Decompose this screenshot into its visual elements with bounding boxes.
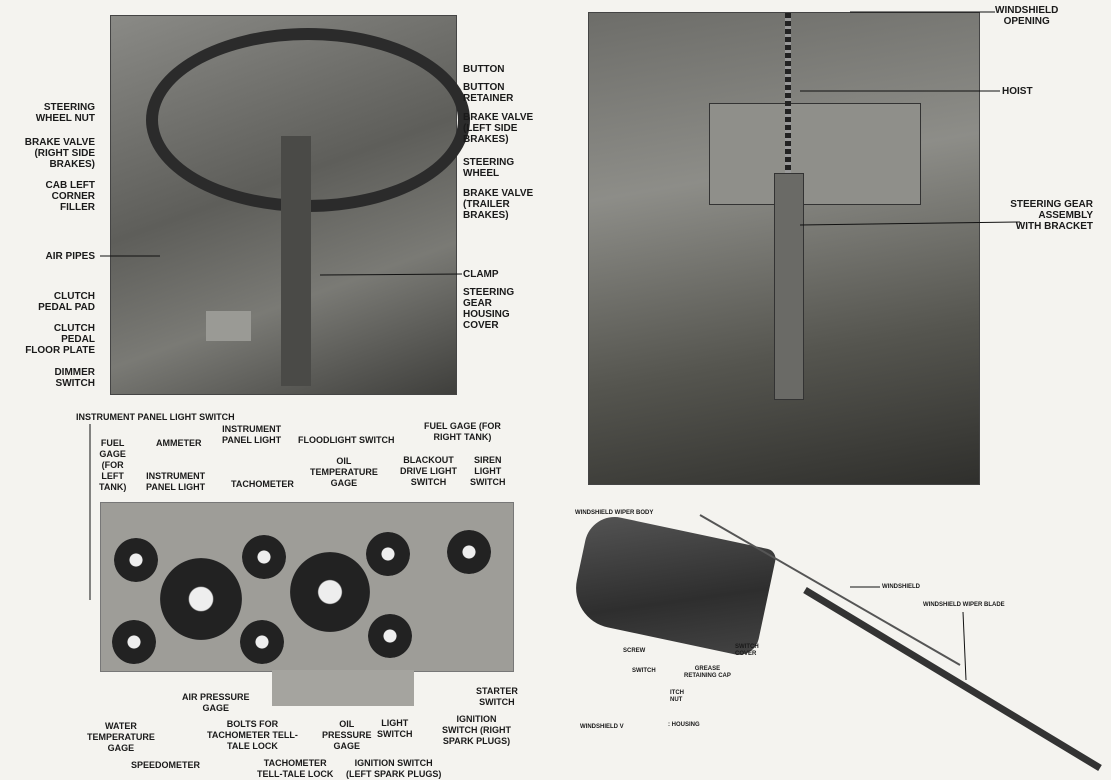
label-steering-gear-housing-cover: STEERING GEAR HOUSING COVER [463,287,515,331]
steering-gear-hoist-photo [588,12,980,485]
label-button: BUTTON [463,64,505,75]
label-instrument-panel-light-right: INSTRUMENT PANEL LIGHT [222,424,282,445]
steering-column [281,136,311,386]
label-air-pipes: AIR PIPES [45,251,95,262]
label-windshield: WINDSHIELD [882,584,920,590]
label-bolts-tachometer-lock: BOLTS FOR TACHOMETER TELL- TALE LOCK [207,719,298,751]
clutch-pedal-pad [206,311,251,341]
label-cab-left-corner-filler: CAB LEFT CORNER FILLER [45,180,95,213]
label-blackout-drive-light-switch: BLACKOUT DRIVE LIGHT SWITCH [400,455,458,487]
tachometer [290,552,370,632]
label-tachometer: TACHOMETER [231,479,294,489]
oil-pressure-gage [368,614,412,658]
hoist-chain [785,13,791,173]
steering-wheel-photo [110,15,470,395]
label-windshield-wiper-blade: WINDSHIELD WIPER BLADE [923,602,1005,608]
label-clutch-pedal-pad: CLUTCH PEDAL PAD [38,291,95,313]
label-hoist: HOIST [1002,86,1033,97]
instrument-panel-block [709,103,921,205]
air-pressure-gage [240,620,284,664]
label-grease-retaining-cap: GREASE RETAINING CAP [684,666,731,679]
label-dimmer-switch: DIMMER SWITCH [54,367,95,389]
label-button-retainer: BUTTON RETAINER [463,82,514,104]
label-brake-valve-trailer: BRAKE VALVE (TRAILER BRAKES) [463,188,534,221]
label-windshield-wiper-partial: WINDSHIELD V [580,724,624,730]
label-windshield-wiper-body: WINDSHIELD WIPER BODY [575,510,654,516]
fuel-gage-right [447,530,491,574]
blade-leader [962,611,967,681]
label-switch-nut: ITCH NUT [670,690,684,703]
label-switch: SWITCH [632,668,656,674]
label-ignition-switch-left: IGNITION SWITCH (LEFT SPARK PLUGS) [346,758,442,779]
label-clamp: CLAMP [463,269,499,280]
oil-temperature-gage [366,532,410,576]
label-fuel-gage-left: FUEL GAGE (FOR LEFT TANK) [99,438,127,492]
label-brake-valve-right: BRAKE VALVE (RIGHT SIDE BRAKES) [24,137,95,170]
label-starter-switch: STARTER SWITCH [476,686,518,707]
label-switch-cover: SWITCH COVER [735,644,759,657]
label-ammeter: AMMETER [156,438,202,448]
label-instrument-panel-light-switch: INSTRUMENT PANEL LIGHT SWITCH [76,412,235,422]
label-fuel-gage-right: FUEL GAGE (FOR RIGHT TANK) [424,421,501,442]
label-light-switch: LIGHT SWITCH [377,718,413,739]
label-instrument-panel-light-left: INSTRUMENT PANEL LIGHT [146,471,206,492]
label-oil-temperature-gage: OIL TEMPERATURE GAGE [310,456,378,488]
wiper-blade [803,587,1102,771]
fuel-gage-left [114,538,158,582]
label-ignition-switch-right: IGNITION SWITCH (RIGHT SPARK PLUGS) [442,714,511,746]
label-speedometer: SPEEDOMETER [131,760,201,770]
label-screw: SCREW [623,648,646,654]
windshield-wiper-body-drawing [568,511,778,659]
water-temperature-gage [112,620,156,664]
steering-gear-column [774,173,804,400]
label-windshield-opening: WINDSHIELD OPENING [995,5,1059,27]
label-water-temperature-gage: WATER TEMPERATURE GAGE [87,721,155,753]
speedometer [160,558,242,640]
label-housing-partial: : HOUSING [668,722,700,728]
label-steering-wheel: STEERING WHEEL [463,157,515,179]
label-steering-gear-assembly: STEERING GEAR ASSEMBLY WITH BRACKET [1010,199,1093,232]
ammeter [242,535,286,579]
label-oil-pressure-gage: OIL PRESSURE GAGE [322,719,372,751]
label-tachometer-tell-tale-lock: TACHOMETER TELL-TALE LOCK [257,758,334,779]
label-steering-wheel-nut: STEERING WHEEL NUT [35,102,95,124]
label-floodlight-switch: FLOODLIGHT SWITCH [298,435,395,445]
label-brake-valve-left: BRAKE VALVE (LEFT SIDE BRAKES) [463,112,534,145]
instrument-panel-lower-plate [272,670,414,706]
label-air-pressure-gage: AIR PRESSURE GAGE [182,692,250,713]
label-clutch-pedal-floor-plate: CLUTCH PEDAL FLOOR PLATE [25,323,95,356]
label-siren-light-switch: SIREN LIGHT SWITCH [470,455,506,487]
